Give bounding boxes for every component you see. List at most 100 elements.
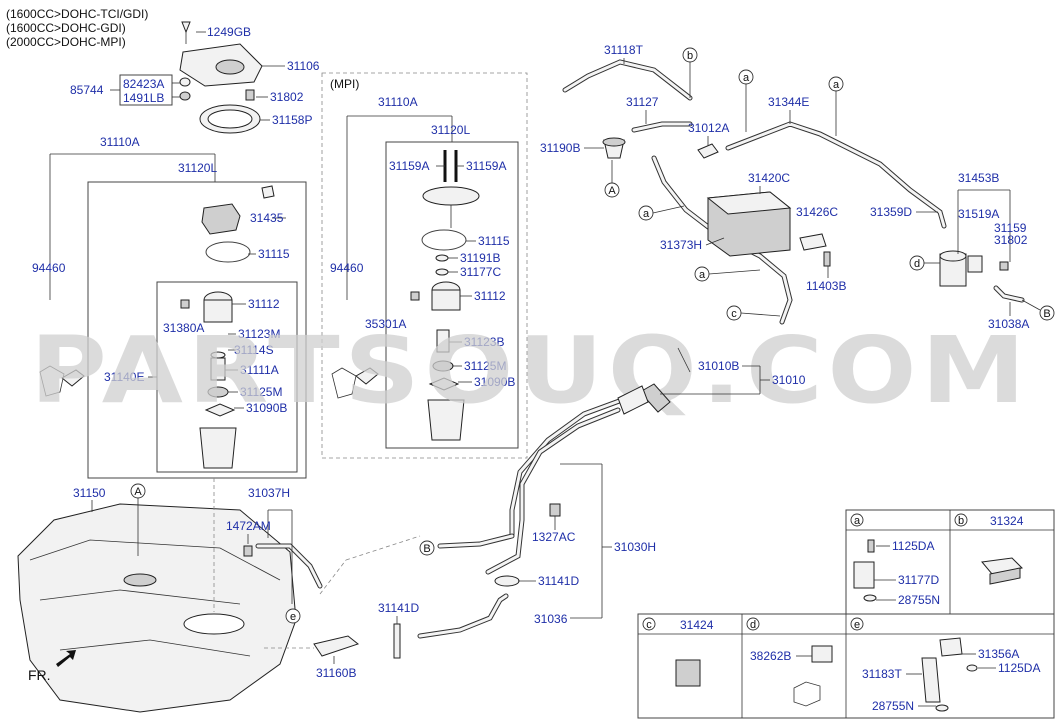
label-1491LB[interactable]: 1491LB: [123, 91, 164, 105]
label-31150[interactable]: 31150: [73, 486, 106, 500]
label-31420C[interactable]: 31420C: [748, 171, 790, 185]
label-31802-right[interactable]: 31802: [994, 233, 1028, 247]
label-1249GB[interactable]: 1249GB: [207, 25, 251, 39]
legend-e-part-1[interactable]: 31356A: [978, 647, 1019, 661]
legend-parts-drawings: [675, 539, 1024, 712]
watermark: PARTSOUQ.COM: [30, 317, 1030, 424]
module-left-drawing: [39, 185, 275, 469]
label-31140E[interactable]: 31140E: [104, 370, 144, 384]
fr-label: FR.: [28, 667, 51, 683]
callout-c[interactable]: c: [726, 305, 742, 321]
cover-plate-drawing: [179, 21, 263, 134]
label-31344E[interactable]: 31344E: [768, 95, 809, 109]
label-31110A-mpi[interactable]: 31110A: [378, 95, 418, 109]
legend-cell-e-header: e: [850, 617, 864, 631]
engine-note-3: (2000CC>DOHC-MPI): [6, 35, 126, 49]
label-31359D[interactable]: 31359D: [870, 205, 912, 219]
label-31373H[interactable]: 31373H: [660, 238, 702, 252]
svg-text:e: e: [854, 619, 860, 631]
svg-text:B: B: [1043, 308, 1050, 320]
legend-a-part-3[interactable]: 28755N: [898, 593, 940, 607]
label-94460-left[interactable]: 94460: [32, 261, 66, 275]
label-11403B[interactable]: 11403B: [806, 279, 846, 293]
label-31090B-mpi[interactable]: 31090B: [474, 375, 515, 389]
callout-A-tank[interactable]: A: [130, 483, 146, 499]
label-35301A[interactable]: 35301A: [365, 317, 406, 331]
label-31426C[interactable]: 31426C: [796, 205, 838, 219]
label-31191B[interactable]: 31191B: [460, 251, 500, 265]
callout-A-valve[interactable]: A: [604, 182, 620, 198]
svg-text:a: a: [743, 72, 750, 84]
label-31010[interactable]: 31010: [772, 373, 806, 387]
label-31114S[interactable]: 31114S: [234, 343, 274, 357]
label-31125M-mpi[interactable]: 31125M: [464, 359, 506, 373]
label-31453B[interactable]: 31453B: [958, 171, 999, 185]
legend-a-part-2[interactable]: 31177D: [898, 573, 939, 587]
label-31123B[interactable]: 31123B: [464, 335, 504, 349]
callout-e[interactable]: e: [285, 608, 301, 624]
svg-text:c: c: [731, 308, 737, 320]
label-31112-mpi[interactable]: 31112: [474, 289, 506, 303]
label-31519A[interactable]: 31519A: [958, 207, 999, 221]
label-31159A-2[interactable]: 31159A: [466, 159, 506, 173]
label-31111A[interactable]: 31111A: [240, 363, 279, 377]
label-31177C[interactable]: 31177C: [460, 265, 501, 279]
legend-c-title[interactable]: 31424: [680, 618, 714, 632]
svg-text:B: B: [423, 543, 430, 555]
legend-e-part-3[interactable]: 31183T: [862, 667, 902, 681]
callout-B-neck[interactable]: B: [419, 540, 435, 556]
legend-a-part-1[interactable]: 1125DA: [892, 539, 934, 553]
label-31106[interactable]: 31106: [287, 59, 320, 73]
label-31127[interactable]: 31127: [626, 95, 659, 109]
legend-b-title[interactable]: 31324: [990, 514, 1024, 528]
label-31012A[interactable]: 31012A: [688, 121, 729, 135]
legend-cell-a-header: a: [850, 513, 864, 527]
label-85744[interactable]: 85744: [70, 83, 104, 97]
label-31110A-left[interactable]: 31110A: [100, 135, 140, 149]
legend-e-part-2[interactable]: 1125DA: [998, 661, 1040, 675]
label-31123M-left[interactable]: 31123M: [238, 327, 280, 341]
label-31435[interactable]: 31435: [250, 211, 284, 225]
label-31141D-right[interactable]: 31141D: [538, 574, 579, 588]
callout-a-4[interactable]: a: [694, 266, 710, 282]
callout-a-1[interactable]: a: [738, 69, 754, 85]
callout-d[interactable]: d: [909, 255, 925, 271]
label-31159[interactable]: 31159: [994, 221, 1027, 235]
label-31159A-1[interactable]: 31159A: [389, 159, 429, 173]
legend-e-part-4[interactable]: 28755N: [872, 699, 914, 713]
label-31038A[interactable]: 31038A: [988, 317, 1029, 331]
label-31115-left[interactable]: 31115: [258, 247, 290, 261]
label-31090B-left[interactable]: 31090B: [246, 401, 287, 415]
svg-text:A: A: [134, 486, 142, 498]
label-31141D-left[interactable]: 31141D: [378, 601, 419, 615]
legend-d-part-1[interactable]: 38262B: [750, 649, 791, 663]
label-31036[interactable]: 31036: [534, 612, 568, 626]
label-31037H[interactable]: 31037H: [248, 486, 290, 500]
label-31802-top[interactable]: 31802: [270, 90, 304, 104]
label-31010B[interactable]: 31010B: [698, 359, 739, 373]
label-31190B[interactable]: 31190B: [540, 141, 580, 155]
legend-cell-b-header: b: [954, 513, 968, 527]
label-31120L-left[interactable]: 31120L: [178, 161, 217, 175]
label-31112-left[interactable]: 31112: [248, 297, 280, 311]
svg-text:b: b: [958, 515, 964, 527]
module-box-left: [87, 181, 307, 479]
label-31118T[interactable]: 31118T: [604, 43, 644, 57]
mpi-dashed-box: [321, 72, 528, 459]
callout-a-2[interactable]: a: [828, 76, 844, 92]
label-1472AM[interactable]: 1472AM: [226, 519, 271, 533]
callout-B-right[interactable]: B: [1039, 305, 1055, 321]
label-31125M-left[interactable]: 31125M: [240, 385, 282, 399]
label-31158P[interactable]: 31158P: [272, 113, 312, 127]
label-31380A[interactable]: 31380A: [163, 321, 204, 335]
label-1327AC[interactable]: 1327AC: [532, 530, 576, 544]
label-94460-mpi[interactable]: 94460: [330, 261, 364, 275]
callout-a-3[interactable]: a: [638, 205, 654, 221]
label-31160B[interactable]: 31160B: [316, 666, 356, 680]
label-82423A[interactable]: 82423A: [123, 77, 164, 91]
callout-b-top[interactable]: b: [682, 47, 698, 63]
label-31115-mpi[interactable]: 31115: [478, 234, 510, 248]
label-31030H[interactable]: 31030H: [614, 540, 656, 554]
label-31120L-mpi[interactable]: 31120L: [431, 123, 470, 137]
